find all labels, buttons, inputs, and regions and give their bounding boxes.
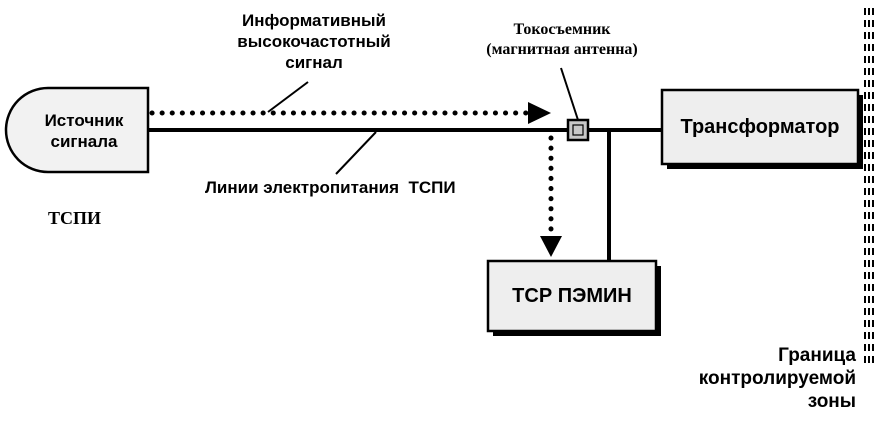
- pickup-arrowhead: [540, 236, 562, 257]
- tspi-label: ТСПИ: [48, 208, 102, 228]
- zone-label-line-3: зоны: [807, 391, 856, 412]
- zone-label-line-1: Граница: [778, 345, 856, 366]
- pickup-label-leader: [560, 67, 579, 121]
- signal-arrowhead: [528, 102, 551, 124]
- powerline-label: Линии электропитания ТСПИ: [205, 178, 456, 197]
- receiver-label: ТСР ПЭМИН: [512, 285, 632, 307]
- signal-label-line-2: высокочастотный: [237, 32, 391, 51]
- zone-label-line-2: контролируемой: [698, 368, 856, 389]
- receiver-box: [486, 259, 658, 333]
- signal-source-shape: [4, 86, 150, 174]
- signal-source-label: Источник сигнала: [22, 110, 146, 152]
- transformer-box: [660, 88, 860, 166]
- zone-label: Граница контролируемой зоны: [640, 344, 856, 413]
- pickup-label-line-2: (магнитная антенна): [486, 41, 638, 58]
- transformer-label: Трансформатор: [680, 116, 840, 138]
- powerline-label-leader: [335, 131, 377, 175]
- pickup-label: Токосъемник (магнитная антенна): [452, 20, 672, 60]
- signal-source-line-1: Источник: [44, 111, 124, 130]
- signal-label: Информативный высокочастотный сигнал: [214, 10, 414, 73]
- current-pickup-sensor: [566, 118, 590, 142]
- controlled-zone-boundary: [864, 8, 874, 368]
- pickup-label-line-1: Токосъемник: [513, 21, 611, 38]
- signal-source-line-2: сигнала: [50, 132, 118, 151]
- signal-label-line-3: сигнал: [285, 53, 343, 72]
- signal-label-leader: [267, 81, 309, 113]
- signal-label-line-1: Информативный: [242, 11, 386, 30]
